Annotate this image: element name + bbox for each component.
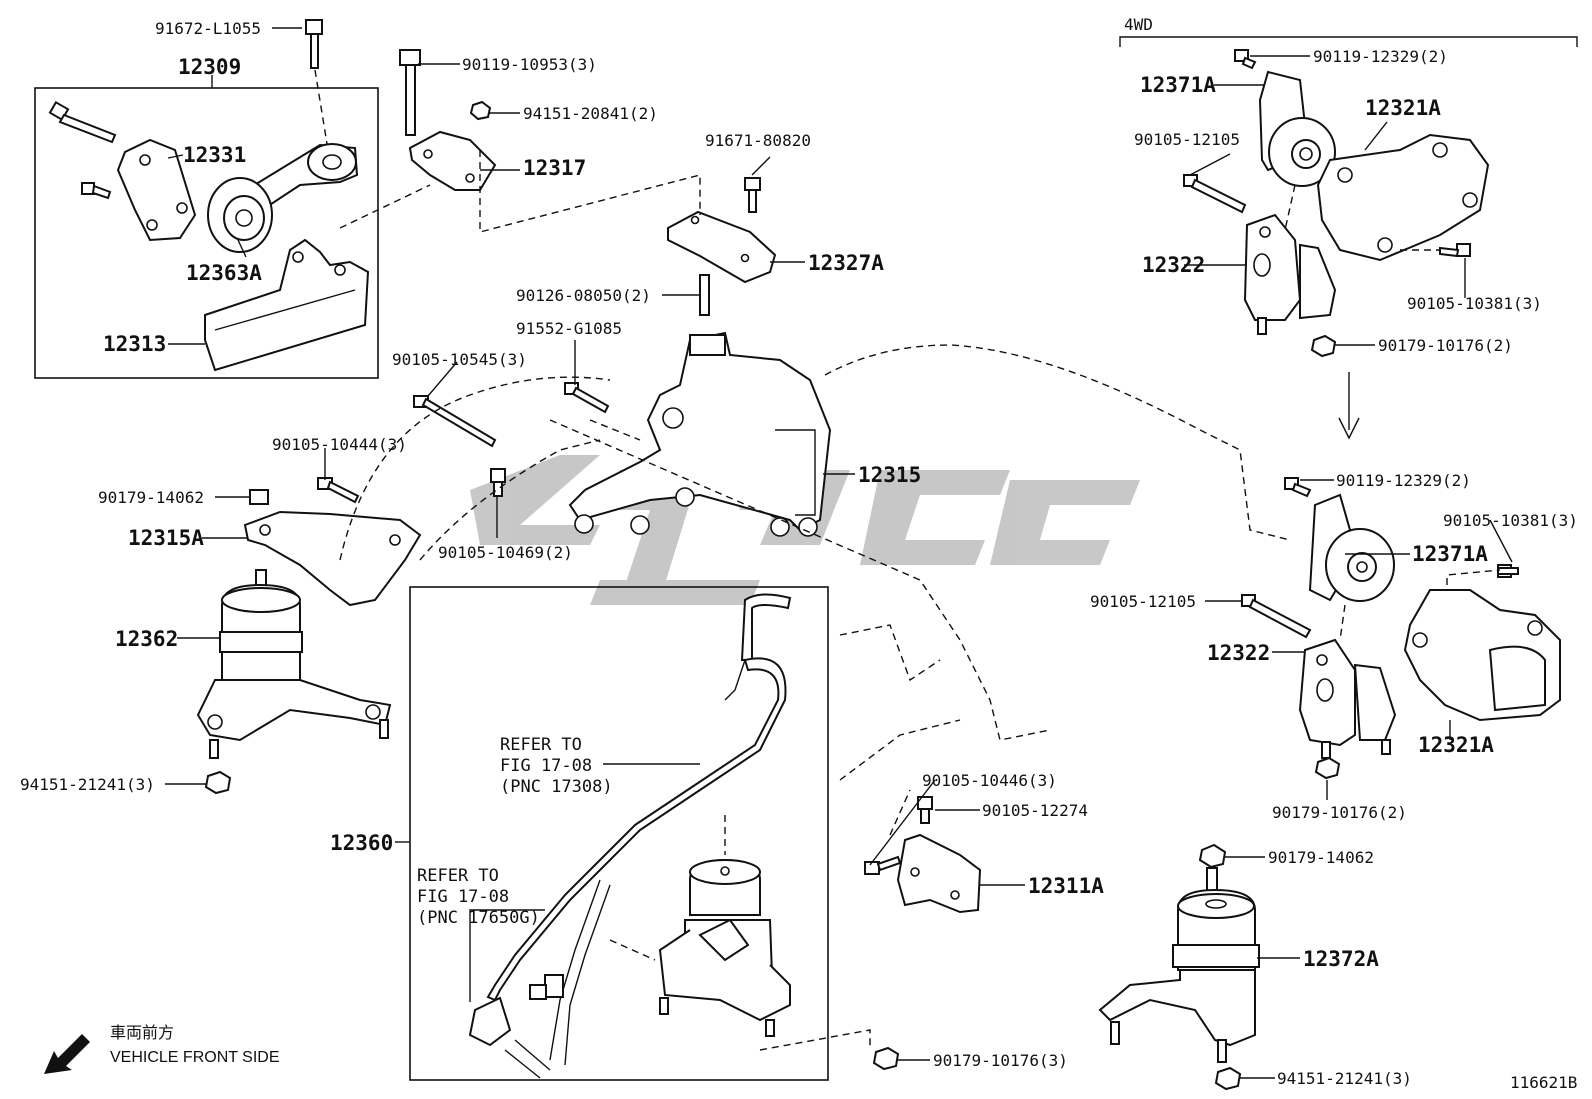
label-94151-21241-right: 94151-21241(3)	[1277, 1069, 1412, 1088]
label-12315: 12315	[858, 463, 921, 487]
left-mount-group	[196, 477, 422, 795]
label-12321A-mid: 12321A	[1418, 733, 1494, 757]
label-91672-L1055: 91672-L1055	[155, 19, 261, 38]
down-arrow	[1338, 372, 1360, 440]
bracket-12311A	[864, 789, 982, 1071]
label-90179-14062-right: 90179-14062	[1268, 848, 1374, 867]
bolts-12315	[413, 382, 610, 497]
4wd-mount-upper	[1183, 49, 1490, 358]
vacuum-hose-assembly	[468, 593, 792, 1079]
refer-note-2-line1: REFER TO	[417, 866, 499, 886]
engine-bracket-12315	[568, 331, 832, 537]
refer-note-1-line2: FIG 17-08	[500, 756, 592, 776]
label-90105-10444: 90105-10444(3)	[272, 435, 407, 454]
label-91552-G1085: 91552-G1085	[516, 319, 622, 338]
stud-90126	[699, 274, 710, 316]
label-90179-14062-left: 90179-14062	[98, 488, 204, 507]
label-12322-mid: 12322	[1207, 641, 1270, 665]
bracket-12317-group	[399, 49, 497, 191]
leader-lines	[165, 27, 1513, 1079]
refer-note-2-line2: FIG 17-08	[417, 887, 509, 907]
label-12317: 12317	[523, 156, 586, 180]
label-12360: 12360	[330, 831, 393, 855]
label-90179-10176-mid: 90179-10176(2)	[1272, 803, 1407, 822]
figure-number: 116621B	[1510, 1073, 1577, 1092]
assembly-box-12309	[34, 87, 379, 379]
torque-rod-assembly	[48, 19, 370, 372]
label-12363A: 12363A	[186, 261, 262, 285]
bracket-label-4wd: 4WD	[1124, 15, 1153, 34]
label-90105-12105-mid: 90105-12105	[1090, 592, 1196, 611]
label-90105-10381-mid: 90105-10381(3)	[1443, 511, 1578, 530]
label-90126-08050: 90126-08050(2)	[516, 286, 651, 305]
label-90105-12105-top: 90105-12105	[1134, 130, 1240, 149]
mount-12372A	[1098, 843, 1260, 1091]
direction-note-japanese: 車両前方	[110, 1024, 174, 1042]
label-90119-10953: 90119-10953(3)	[462, 55, 597, 74]
refer-note-1-line3: (PNC 17308)	[500, 777, 613, 797]
label-94151-20841: 94151-20841(2)	[523, 104, 658, 123]
label-12313: 12313	[103, 332, 166, 356]
label-12371A-mid: 12371A	[1412, 542, 1488, 566]
label-12309: 12309	[178, 55, 241, 79]
label-12371A-top: 12371A	[1140, 73, 1216, 97]
label-12362: 12362	[115, 627, 178, 651]
label-12327A: 12327A	[808, 251, 884, 275]
label-12321A-top: 12321A	[1365, 96, 1441, 120]
4wd-mount-lower	[1241, 477, 1561, 780]
label-90119-12329-mid: 90119-12329(2)	[1336, 471, 1471, 490]
callout-labels: 91672-L1055 12309 12331 12363A 12313 901…	[20, 15, 1578, 1092]
label-94151-21241-left: 94151-21241(3)	[20, 775, 155, 794]
label-91671-80820: 91671-80820	[705, 131, 811, 150]
label-90179-10176-top: 90179-10176(2)	[1378, 336, 1513, 355]
label-12315A: 12315A	[128, 526, 204, 550]
label-90179-10176-bottom: 90179-10176(3)	[933, 1051, 1068, 1070]
bracket-4wd	[1119, 36, 1578, 47]
label-12331: 12331	[183, 143, 246, 167]
rear-mount-12360	[609, 815, 871, 1051]
bracket-12327A-group	[667, 177, 777, 284]
label-12322-top: 12322	[1142, 253, 1205, 277]
label-90105-10545: 90105-10545(3)	[392, 350, 527, 369]
assembly-box-12360	[409, 586, 829, 1081]
label-90105-10469: 90105-10469(2)	[438, 543, 573, 562]
direction-note-english: VEHICLE FRONT SIDE	[110, 1049, 280, 1066]
label-90105-10381-top: 90105-10381(3)	[1407, 294, 1542, 313]
label-90105-12274: 90105-12274	[982, 801, 1088, 820]
refer-note-1-line1: REFER TO	[500, 735, 582, 755]
label-12372A: 12372A	[1303, 947, 1379, 971]
label-12311A: 12311A	[1028, 874, 1104, 898]
label-90119-12329-top: 90119-12329(2)	[1313, 47, 1448, 66]
vehicle-front-arrow	[44, 1034, 90, 1074]
refer-note-2-line3: (PNC 17650G)	[417, 908, 540, 928]
engine-outline	[339, 150, 1291, 781]
label-90105-10446: 90105-10446(3)	[922, 771, 1057, 790]
